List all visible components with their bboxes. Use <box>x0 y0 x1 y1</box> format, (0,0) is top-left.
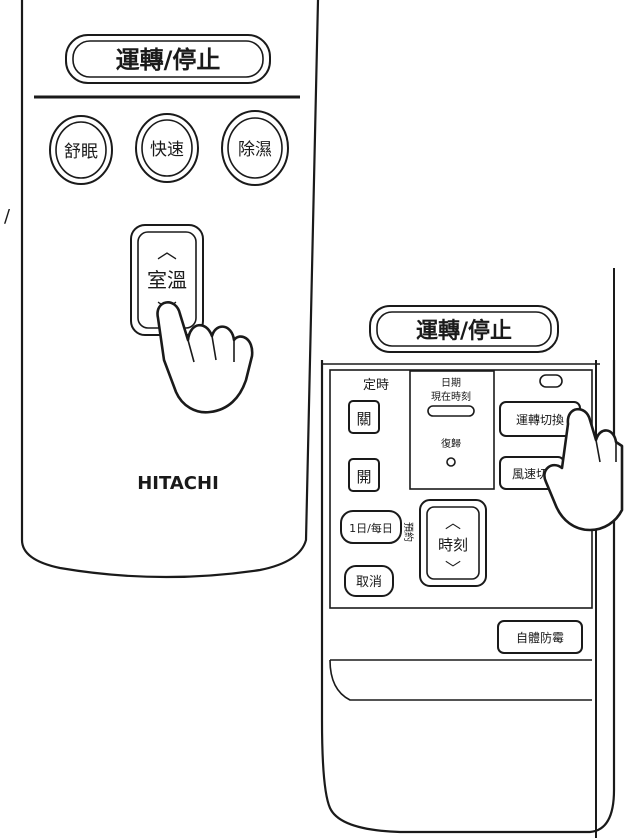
anti-mold-button[interactable] <box>497 620 583 654</box>
indicator-lamp <box>539 374 563 388</box>
temp-up-icon[interactable]: ︿ <box>157 239 177 263</box>
fast-button[interactable] <box>135 113 199 183</box>
temp-label: 室溫 <box>147 268 187 292</box>
right-power-button-inner <box>376 311 552 347</box>
fast-button-ring <box>141 119 193 177</box>
right-remote: 運轉/停止 定時 關 開 日期 現在時刻 復歸 運轉切換 風速切 1日/每日 預… <box>320 268 624 838</box>
left-power-button-inner <box>72 40 264 78</box>
time-down-icon[interactable]: ﹀ <box>445 559 461 578</box>
right-power-button[interactable] <box>369 305 559 353</box>
time-rocker[interactable] <box>419 499 487 587</box>
once-daily-label: 1日/每日 <box>349 521 393 535</box>
fast-button-label: 快速 <box>150 140 184 160</box>
timer-off-label: 關 <box>356 410 371 428</box>
current-time-label: 現在時刻 <box>431 390 471 403</box>
mode-switch-label: 運轉切換 <box>516 413 564 427</box>
fan-speed-label: 風速切 <box>512 467 548 481</box>
left-remote-body <box>20 0 320 579</box>
time-up-icon[interactable]: ︿ <box>445 513 461 532</box>
reset-label: 復歸 <box>441 437 461 450</box>
left-power-button[interactable] <box>65 34 271 84</box>
time-label: 時刻 <box>438 536 468 554</box>
cancel-button[interactable] <box>344 565 394 597</box>
current-time-button[interactable] <box>427 405 475 417</box>
reserve-label: 預約 <box>402 522 415 542</box>
left-hand-finger-lines <box>187 335 235 363</box>
timer-on-button[interactable] <box>348 458 380 492</box>
dehumid-button[interactable] <box>221 110 289 186</box>
lower-panel-lines <box>329 659 592 701</box>
dehumid-button-label: 除濕 <box>238 140 272 160</box>
pointing-hand-icon <box>156 301 254 414</box>
timer-off-button[interactable] <box>348 400 380 434</box>
time-rocker-inner <box>426 506 480 580</box>
left-remote: / 運轉/停止 舒眠 快速 除濕 ︿ 室溫 ﹀ HITACHI <box>4 0 320 579</box>
dehumid-button-ring <box>227 117 283 179</box>
edge-mark: / <box>4 206 11 227</box>
cancel-label: 取消 <box>356 575 382 590</box>
left-power-button-label: 運轉/停止 <box>116 46 221 74</box>
reset-button[interactable] <box>446 457 456 467</box>
timer-label: 定時 <box>363 378 389 393</box>
right-power-button-label: 運轉/停止 <box>416 318 512 344</box>
sleep-button-label: 舒眠 <box>64 142 98 162</box>
brand-logo: HITACHI <box>137 473 219 494</box>
anti-mold-label: 自體防霉 <box>516 630 564 645</box>
sleep-button[interactable] <box>49 115 113 185</box>
right-remote-body <box>320 360 616 834</box>
once-daily-button[interactable] <box>340 510 402 544</box>
sleep-button-ring <box>55 121 107 179</box>
date-label: 日期 <box>441 377 461 389</box>
right-hand-finger-lines <box>595 439 617 463</box>
pointing-hand-icon <box>543 407 624 532</box>
clock-panel <box>409 370 495 490</box>
timer-on-label: 開 <box>356 468 371 486</box>
